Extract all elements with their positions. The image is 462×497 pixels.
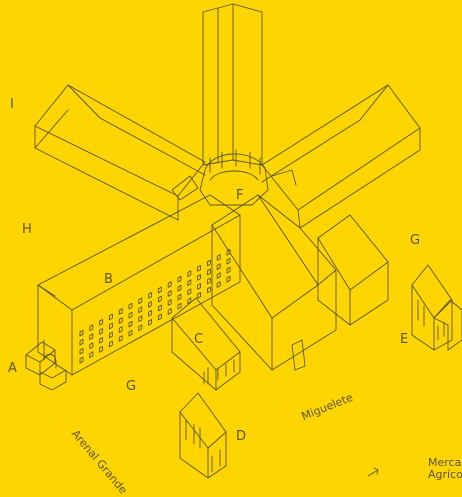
window (157, 304, 162, 312)
window (118, 317, 123, 324)
label-d: D (236, 429, 247, 444)
window (187, 288, 192, 296)
window (79, 347, 84, 355)
window (157, 313, 162, 321)
window (99, 328, 104, 335)
window (79, 356, 84, 364)
window (197, 292, 202, 299)
entrance-a (25, 341, 67, 391)
wing-east (261, 84, 421, 229)
street-mercado-line1: Merca (428, 456, 462, 469)
window (128, 320, 133, 328)
window (226, 275, 231, 283)
window (89, 324, 94, 332)
label-e: E (400, 332, 409, 347)
label-g-east: G (410, 233, 421, 248)
window (216, 254, 221, 261)
window (128, 302, 133, 310)
window (89, 342, 94, 350)
window (167, 290, 172, 297)
window (138, 315, 143, 323)
window (167, 308, 172, 315)
building-e (411, 264, 462, 351)
label-f: F (236, 188, 244, 203)
east-block (317, 214, 389, 326)
window (167, 299, 172, 306)
label-b: B (104, 272, 113, 287)
window (128, 311, 133, 319)
wing-b (37, 194, 241, 376)
window (148, 292, 153, 299)
building-c (171, 297, 241, 391)
window (167, 281, 172, 288)
window (206, 286, 211, 294)
window (177, 293, 182, 301)
window (99, 319, 104, 326)
window (138, 306, 143, 314)
window (197, 265, 202, 272)
window (148, 310, 153, 317)
window (216, 272, 221, 279)
street-mercado-line2: Agríco (428, 468, 462, 481)
window (138, 297, 143, 305)
window (128, 329, 133, 337)
window (157, 295, 162, 303)
wing-i (34, 84, 206, 221)
label-a: A (8, 361, 17, 376)
window (108, 313, 113, 321)
window (206, 259, 211, 267)
window (118, 326, 123, 333)
window (79, 329, 84, 337)
central-hall (211, 194, 337, 371)
window (148, 319, 153, 326)
arrow-icon (367, 467, 379, 477)
window (197, 283, 202, 290)
window (108, 331, 113, 339)
wing-b-windows (79, 248, 231, 364)
window (206, 277, 211, 285)
north-wing (202, 3, 263, 166)
building-d (179, 392, 227, 479)
window (177, 275, 182, 283)
window (79, 338, 84, 346)
window (177, 284, 182, 292)
label-c: C (194, 332, 204, 347)
window (197, 274, 202, 281)
window (157, 286, 162, 294)
window (138, 324, 143, 332)
window (177, 302, 182, 310)
label-i: I (10, 97, 14, 112)
window (108, 340, 113, 348)
window (226, 266, 231, 274)
window (108, 322, 113, 330)
prison-isometric-map: I H F B G C E A G D Arenal Grande Miguel… (8, 3, 462, 497)
window (89, 351, 94, 359)
building-drawing (25, 3, 462, 479)
window (216, 281, 221, 288)
window (187, 279, 192, 287)
window (216, 263, 221, 270)
window (148, 301, 153, 308)
window (206, 268, 211, 276)
window (99, 346, 104, 353)
window (118, 335, 123, 342)
label-h: H (22, 222, 32, 237)
window (99, 337, 104, 344)
window (226, 257, 231, 265)
window (118, 308, 123, 315)
window (187, 270, 192, 278)
window (89, 333, 94, 341)
rotunda-f (171, 149, 297, 206)
label-g-south: G (126, 379, 137, 394)
